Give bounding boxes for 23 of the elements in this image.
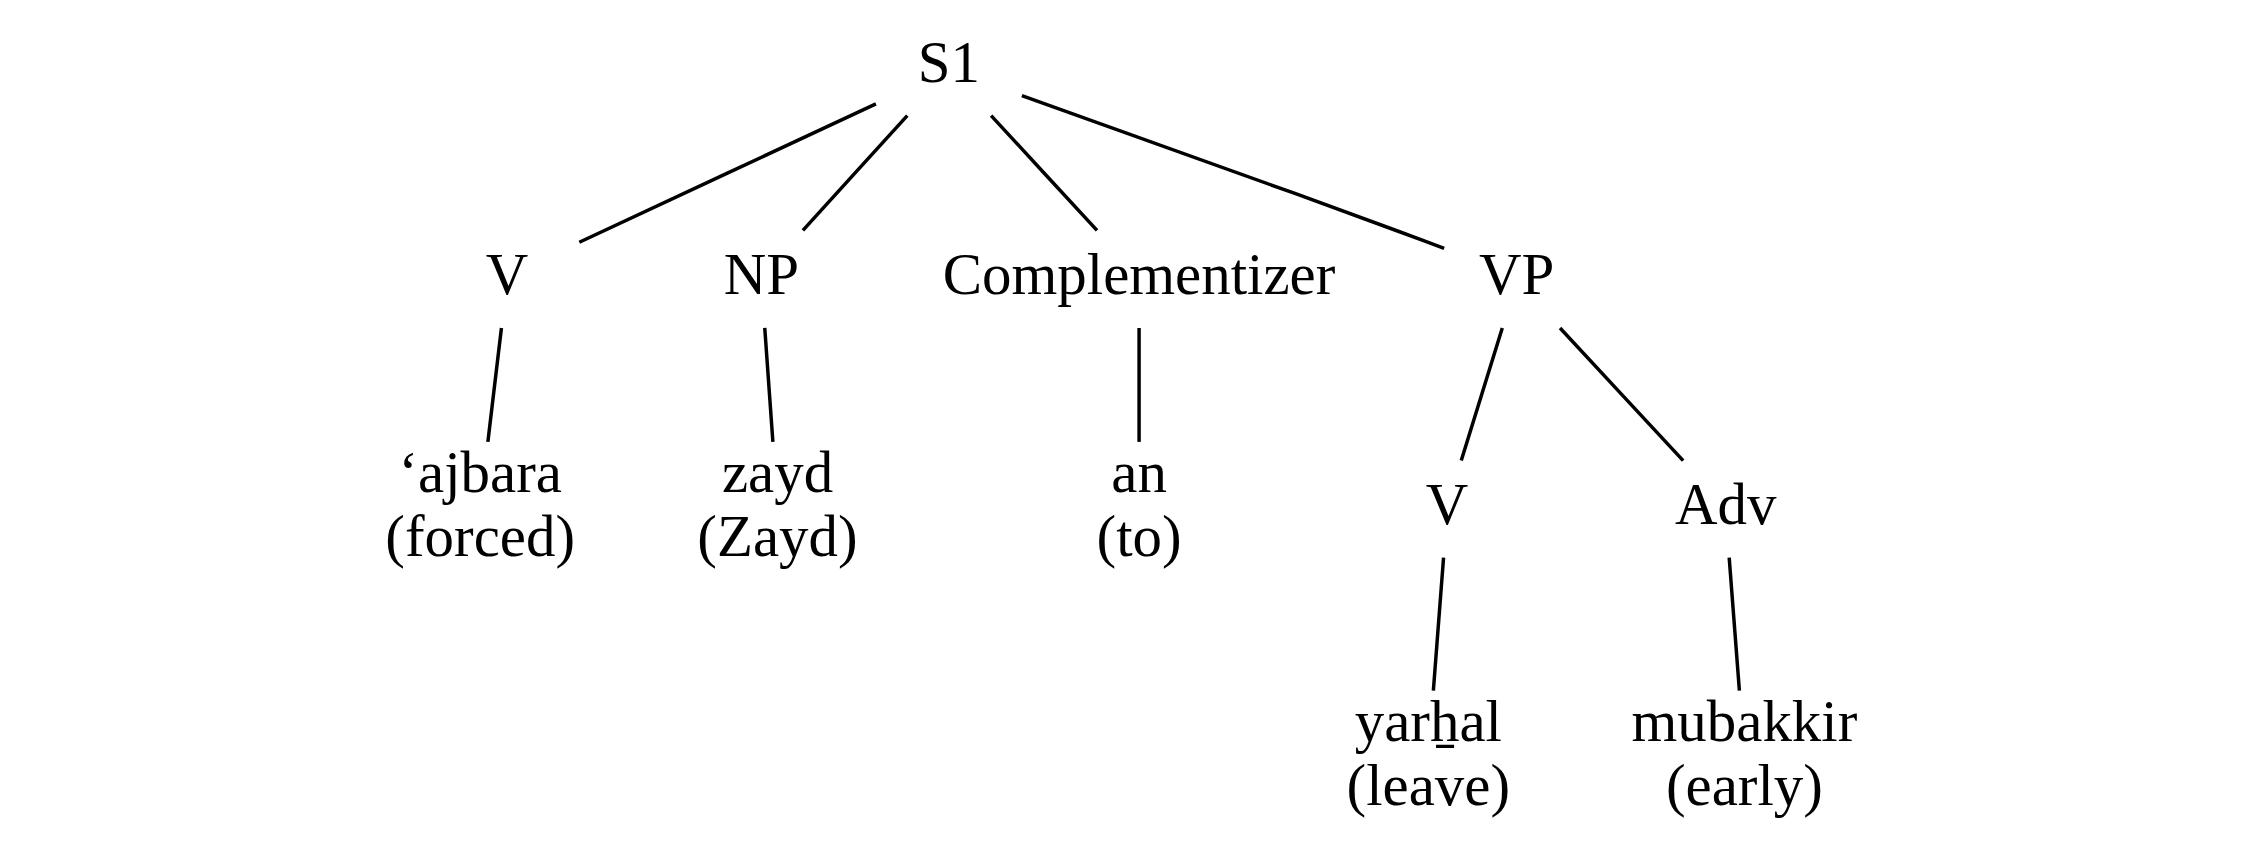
connector: [1021, 93, 1445, 250]
node-text: yarẖal (leave): [1346, 688, 1511, 819]
node-text: Adv: [1674, 471, 1777, 538]
connector: [1558, 326, 1685, 462]
node-text: zayd (Zayd): [697, 438, 858, 570]
node-text: V: [485, 240, 529, 307]
node-text: VP: [1479, 240, 1555, 307]
node-text: mubakkir (early): [1631, 688, 1858, 819]
connector: [763, 327, 775, 443]
connector: [486, 327, 504, 443]
node-text: Complementizer: [942, 240, 1336, 307]
connector: [578, 102, 877, 244]
node-text: V: [1425, 471, 1469, 538]
node-text: ‘ajbara (forced): [385, 438, 576, 570]
connector: [801, 114, 909, 232]
connector: [989, 114, 1099, 232]
connector: [1431, 557, 1446, 691]
connector: [1459, 327, 1504, 462]
node-text: S1: [917, 29, 981, 96]
node-text: NP: [723, 240, 800, 307]
connector: [1137, 328, 1141, 442]
connector: [1727, 557, 1742, 691]
node-text: an (to): [1096, 438, 1182, 570]
